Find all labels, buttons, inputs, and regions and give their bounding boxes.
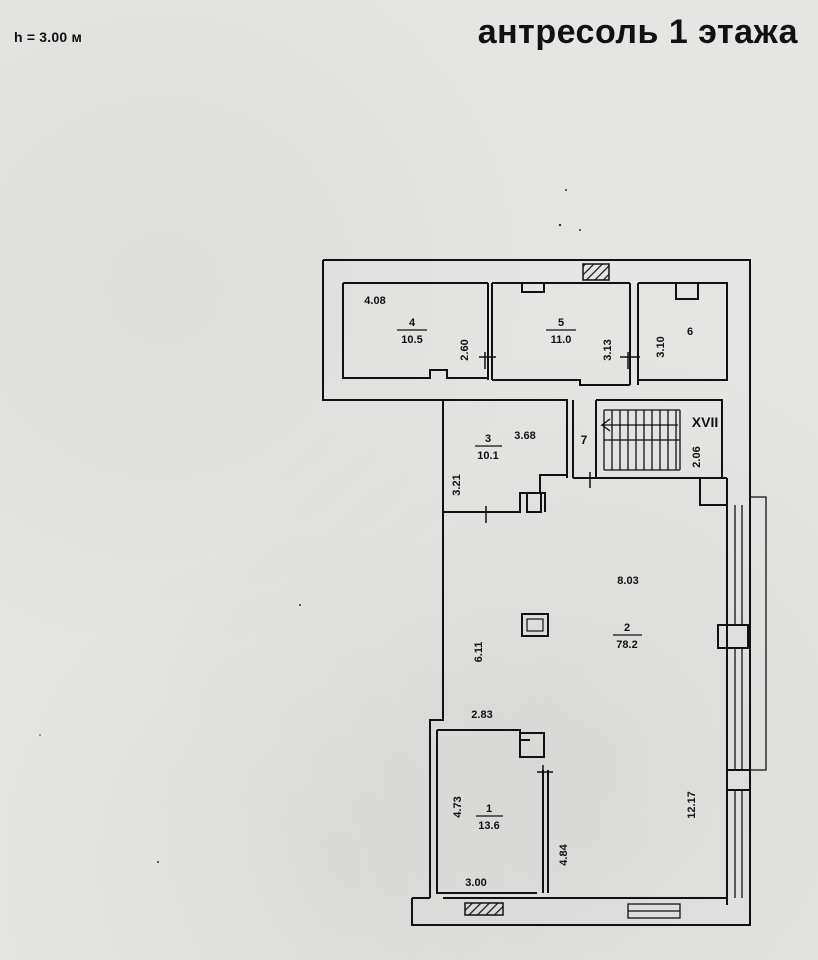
room1-door-tick [537, 765, 553, 780]
stair-label: XVII [692, 414, 718, 430]
top-wing-outer-wall [322, 259, 751, 505]
room4-label: 4 10.5 [397, 317, 427, 346]
dim-room3-depth: 3.21 [451, 474, 463, 495]
room5-number: 5 [558, 317, 564, 329]
dim-stair-depth: 2.06 [691, 446, 703, 467]
room4-number: 4 [409, 317, 416, 329]
room2-label: 2 78.2 [613, 622, 642, 651]
room1-area: 13.6 [478, 820, 499, 832]
room5-area: 11.0 [551, 334, 572, 346]
hall-column [521, 613, 549, 637]
room7-number: 7 [581, 433, 588, 447]
top-wing-inner-wall [342, 282, 488, 379]
room3-label: 3 10.1 [475, 433, 502, 462]
stair-enclosure [596, 399, 723, 479]
dim-room5-depth: 3.13 [602, 339, 614, 360]
room4-partition [487, 283, 493, 380]
room6-niche [675, 282, 699, 300]
room6-partition [629, 283, 639, 385]
door-tick-room4 [479, 352, 496, 369]
dim-room2-width: 8.03 [617, 575, 638, 587]
room3-area: 10.1 [477, 450, 498, 462]
room6-number: 6 [687, 326, 693, 338]
dim-room1-bottom-width: 3.00 [465, 877, 486, 889]
room6-walls [638, 282, 728, 381]
room4-area: 10.5 [401, 334, 422, 346]
hall-column-inner [526, 618, 544, 632]
room3-number: 3 [485, 433, 491, 445]
page-title: антресоль 1 этажа [477, 13, 798, 51]
room5-walls [492, 282, 630, 386]
dim-room4-width: 4.08 [364, 295, 385, 307]
room7-walls [566, 400, 597, 479]
window-strip-right [734, 496, 767, 898]
pier-right [717, 624, 749, 649]
ventilation-shaft-bottom [464, 902, 504, 916]
window-bottom [627, 903, 681, 919]
room1-niche [519, 732, 545, 758]
pier-right-lower [726, 769, 751, 791]
dim-room4-depth: 2.60 [459, 339, 471, 360]
dim-room3-width: 3.68 [514, 430, 535, 442]
dim-room6-depth: 3.10 [655, 336, 667, 357]
room5-niche [521, 282, 545, 293]
dim-room2-length: 12.17 [686, 791, 698, 819]
room5-label: 5 11.0 [546, 317, 576, 346]
room1-label: 1 13.6 [476, 803, 503, 832]
ceiling-height-label: h = 3.00 м [14, 29, 83, 45]
stair-arrow [600, 418, 678, 432]
room1-number: 1 [486, 803, 492, 815]
room1-partition [542, 770, 549, 893]
dim-room1-depth: 4.73 [452, 796, 464, 817]
hall-inner-left-wall [429, 700, 444, 898]
room3-niche [526, 492, 542, 513]
dim-room2-depth: 6.11 [473, 642, 485, 663]
outer-bottom-wall [411, 898, 751, 926]
hall-right-wall [726, 478, 751, 905]
room2-number: 2 [624, 622, 630, 634]
dim-room1-top-width: 2.83 [471, 709, 492, 721]
middle-left-wall [442, 399, 567, 700]
dim-room1-partition: 4.84 [558, 843, 570, 865]
hall-top-right [699, 477, 727, 506]
scan-specks [39, 189, 581, 863]
ventilation-shaft-top [582, 263, 610, 281]
door-tick-room5 [620, 352, 640, 369]
staircase [603, 409, 681, 471]
room2-area: 78.2 [616, 639, 637, 651]
